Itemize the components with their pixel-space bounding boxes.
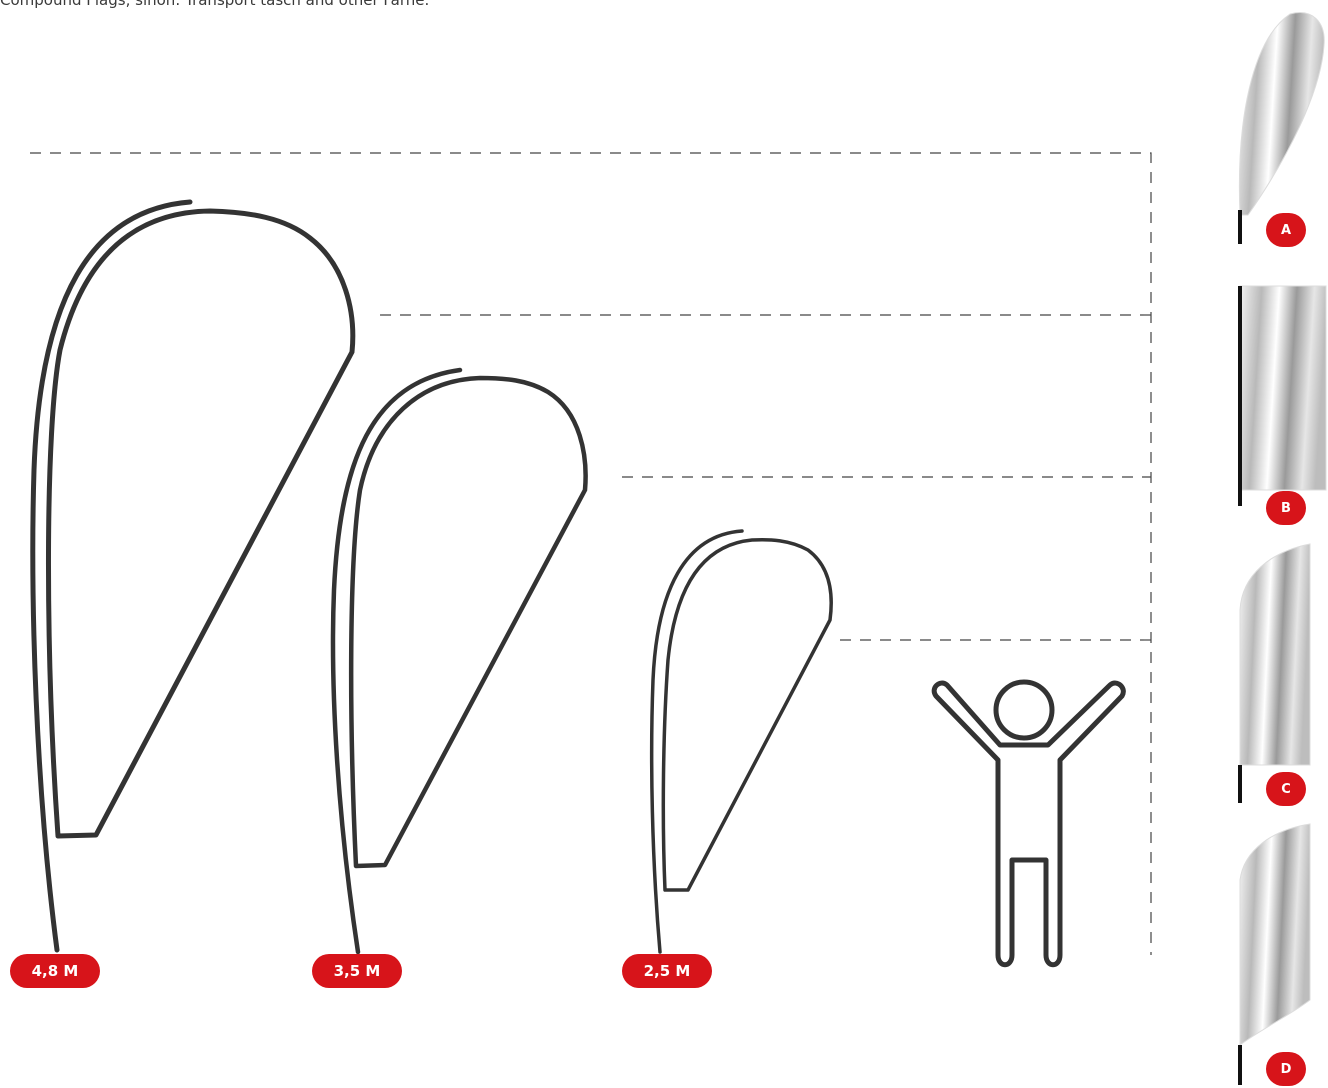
person-arms-raised-icon	[934, 682, 1123, 965]
flag-type-b-label: B	[1266, 491, 1306, 525]
flag-type-a-label: A	[1266, 213, 1306, 247]
flag-3-5-m	[333, 370, 586, 952]
flag-type-c-pole	[1238, 765, 1242, 803]
flag-type-d-label: D	[1266, 1052, 1306, 1086]
person-head	[996, 682, 1052, 738]
flag-type-c-label: C	[1266, 772, 1306, 806]
flag-type-c	[1238, 544, 1310, 803]
flag-outline	[663, 540, 831, 890]
flag-type-d-pole	[1238, 1045, 1242, 1085]
size-label-4-8: 4,8 M	[10, 954, 100, 988]
flag-outline	[351, 378, 585, 866]
flag-2-5-m	[652, 531, 831, 952]
flag-type-a-pole	[1238, 210, 1242, 244]
flag-type-b-pole	[1238, 286, 1242, 506]
guide-line-4-8	[30, 153, 1151, 955]
flag-type-b	[1238, 286, 1326, 506]
flag-type-d	[1238, 824, 1310, 1085]
height-guides	[30, 153, 1151, 955]
size-label-2-5: 2,5 M	[622, 954, 712, 988]
flag-type-a	[1238, 13, 1324, 244]
flag-outline	[48, 211, 352, 836]
flag-type-a-fabric	[1239, 13, 1324, 215]
flag-type-c-fabric	[1240, 544, 1310, 765]
flag-type-d-fabric	[1240, 824, 1310, 1045]
size-label-3-5: 3,5 M	[312, 954, 402, 988]
flag-4-8-m	[33, 202, 353, 950]
flag-type-b-fabric	[1240, 286, 1326, 490]
